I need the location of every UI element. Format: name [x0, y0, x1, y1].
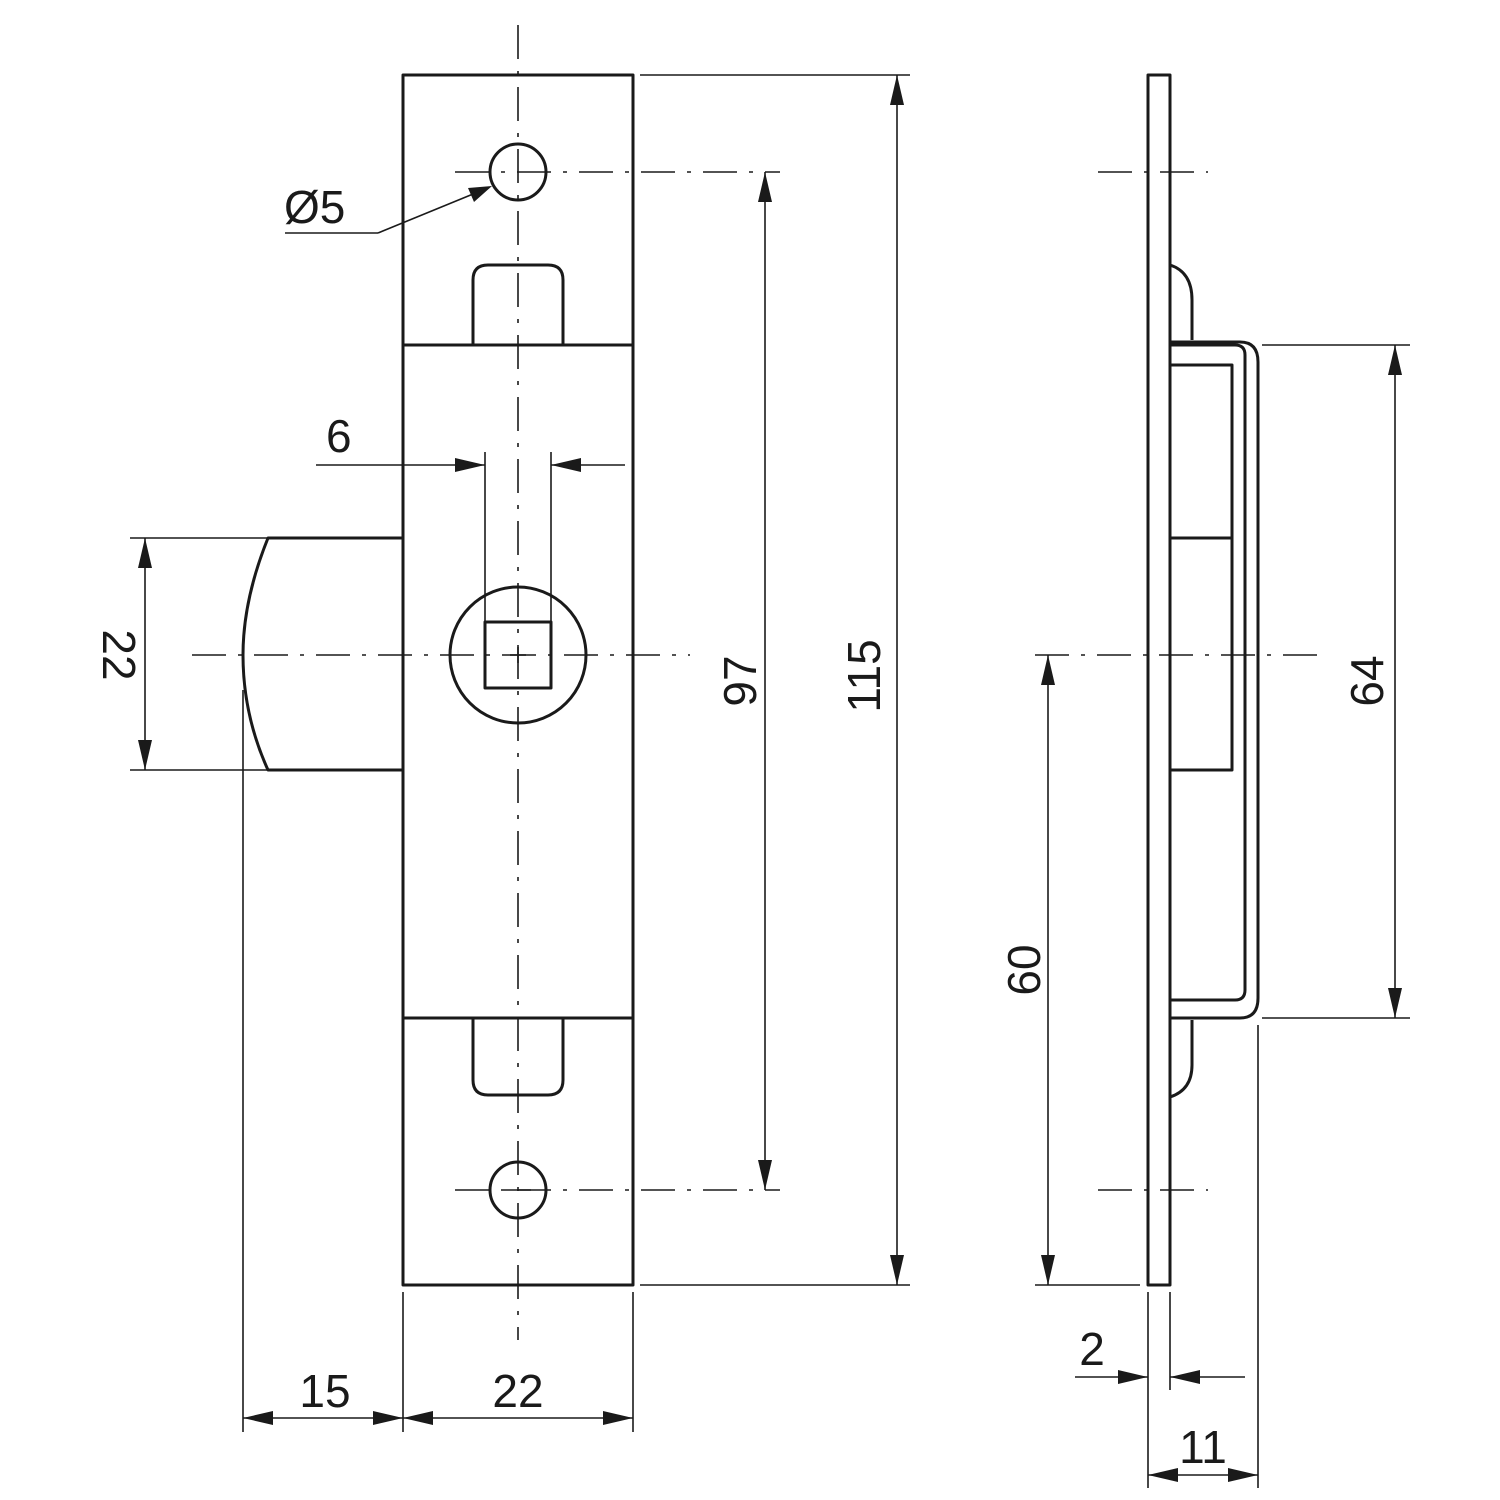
- length-arrow-bottom: [890, 1255, 904, 1285]
- spindle-width-label: 6: [326, 410, 352, 462]
- bolt-projection-label: 15: [299, 1365, 350, 1417]
- latch-bolt: [241, 536, 403, 772]
- side-lock-case: [1170, 340, 1260, 1020]
- projection-arrow-right: [373, 1411, 403, 1425]
- spindle-arrow-left: [455, 458, 485, 472]
- thickness-arrow-left: [1118, 1370, 1148, 1384]
- upper-tab: [471, 263, 565, 345]
- width-arrow-left: [403, 1411, 433, 1425]
- width-arrow-right: [603, 1411, 633, 1425]
- front-view: [192, 25, 780, 1340]
- case-height-arrow-top: [1388, 345, 1402, 375]
- depth-arrow-right: [1228, 1468, 1258, 1482]
- projection-arrow-left: [243, 1411, 273, 1425]
- side-upper-lug: [1169, 263, 1194, 340]
- bolt-height-label: 22: [93, 629, 145, 680]
- dimensions: Ø5 6 22 97 115 15: [93, 74, 1410, 1488]
- hole-diameter-label: Ø5: [284, 181, 345, 233]
- backset-arrow-top: [1041, 655, 1055, 685]
- length-arrow-top: [890, 75, 904, 105]
- faceplate-width-label: 22: [492, 1365, 543, 1417]
- backset-arrow-bottom: [1041, 1255, 1055, 1285]
- hole-spacing-label: 97: [714, 655, 766, 706]
- total-depth-label: 11: [1179, 1421, 1227, 1473]
- case-height-label: 64: [1341, 655, 1393, 706]
- backset-label: 60: [998, 944, 1050, 995]
- hole-dia-arrow: [468, 186, 492, 202]
- side-view: [1035, 73, 1320, 1287]
- side-lower-lug: [1169, 1020, 1194, 1099]
- hole-dia-leader: [377, 191, 479, 234]
- side-case-inner: [1170, 343, 1247, 1002]
- bolt-height-arrow-top: [138, 538, 152, 568]
- plate-thickness-label: 2: [1079, 1323, 1105, 1375]
- hole-spacing-arrow-bottom: [758, 1160, 772, 1190]
- hole-spacing-arrow-top: [758, 172, 772, 202]
- case-height-arrow-bottom: [1388, 988, 1402, 1018]
- side-faceplate: [1146, 73, 1172, 1287]
- spindle-arrow-right: [551, 458, 581, 472]
- faceplate-length-label: 115: [838, 639, 890, 712]
- side-bolt-block: [1168, 363, 1234, 772]
- depth-arrow-left: [1148, 1468, 1178, 1482]
- bolt-height-arrow-bottom: [138, 740, 152, 770]
- thickness-arrow-right: [1170, 1370, 1200, 1384]
